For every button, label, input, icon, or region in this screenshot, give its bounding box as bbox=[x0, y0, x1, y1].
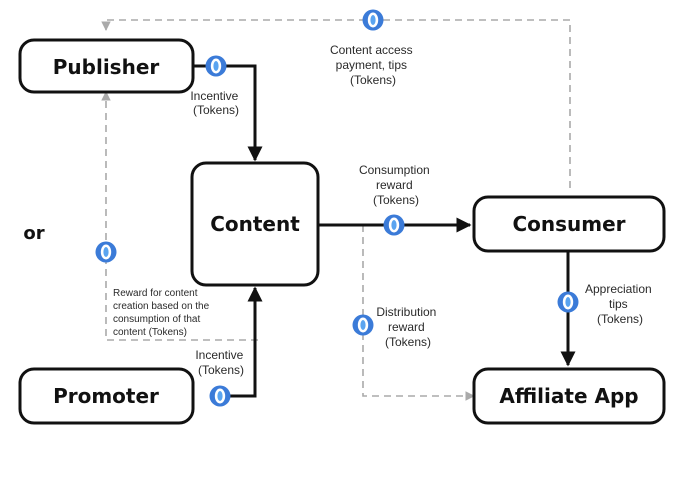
content-node: Content bbox=[190, 161, 320, 287]
affiliate-app-label: Affiliate App bbox=[499, 384, 638, 408]
consumption-reward-label: Consumption reward (Tokens) bbox=[359, 163, 433, 207]
content-access-arrow bbox=[101, 19, 571, 188]
promoter-node: Promoter bbox=[18, 367, 195, 425]
publisher-label: Publisher bbox=[53, 55, 160, 79]
distribution-reward-arrow bbox=[362, 225, 475, 401]
distribution-reward-label: Distribution reward (Tokens) bbox=[376, 305, 439, 349]
promoter-incentive-arrow bbox=[218, 286, 263, 398]
token-coin-icon bbox=[557, 291, 579, 313]
or-label: or bbox=[23, 223, 44, 244]
publisher-node: Publisher bbox=[18, 38, 195, 94]
token-coin-icon bbox=[383, 214, 405, 236]
promoter-label: Promoter bbox=[53, 384, 159, 408]
affiliate-app-node: Affiliate App bbox=[472, 367, 666, 425]
token-coin-icon bbox=[352, 314, 374, 336]
content-access-label: Content access payment, tips (Tokens) bbox=[330, 43, 416, 87]
token-coin-icon bbox=[205, 55, 227, 77]
creation-reward-label: Reward for content creation based on the… bbox=[113, 288, 212, 338]
promoter-incentive-label: Incentive (Tokens) bbox=[195, 348, 246, 377]
creation-reward-arrow bbox=[101, 91, 258, 341]
appreciation-tips-label: Appreciation tips (Tokens) bbox=[585, 282, 655, 326]
content-label: Content bbox=[210, 212, 300, 236]
token-coin-icon bbox=[209, 385, 231, 407]
consumer-label: Consumer bbox=[512, 212, 625, 236]
consumer-node: Consumer bbox=[472, 195, 666, 253]
publisher-incentive-label: Incentive (Tokens) bbox=[190, 89, 241, 117]
token-coin-icon bbox=[95, 241, 117, 263]
token-coin-icon bbox=[362, 9, 384, 31]
